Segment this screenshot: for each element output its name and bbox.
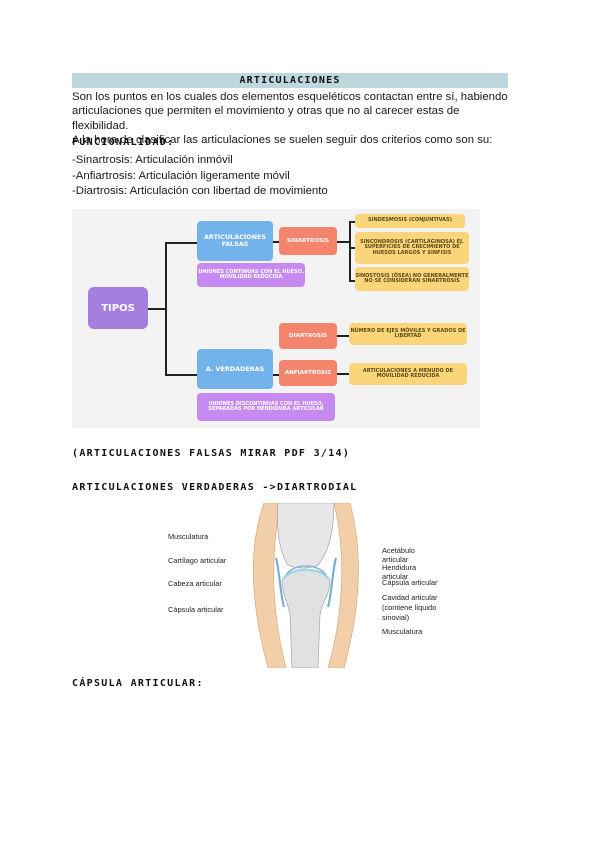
label-cavidad-2: (contiene líquido (382, 603, 437, 612)
label-hendidura: Hendidura articular (382, 563, 417, 581)
joint-drawing (168, 502, 443, 669)
intro-line: Son los puntos en los cuales dos element… (72, 91, 508, 103)
diartrosis-node: DIARTROSIS (279, 323, 337, 349)
anfiartrosis-node: ANFIARTROSIS (279, 360, 337, 386)
sinartrosis-node: SINARTROSIS (279, 227, 337, 255)
funcionalidad-list: -Sinartrosis: Articulación inmóvil -Anfi… (72, 153, 328, 200)
intro-paragraph: Son los puntos en los cuales dos element… (72, 90, 512, 148)
falsas-node: ARTICULACIONES FALSAS (197, 221, 273, 261)
verdaderas-node: A. VERDADERAS (197, 349, 273, 389)
connector-line (148, 308, 166, 310)
intro-line: articulaciones que permiten el movimient… (72, 105, 460, 132)
label-cartilago: Cartílago articular (168, 556, 227, 565)
section-verdaderas-heading: ARTICULACIONES VERDADERAS ->DIARTRODIAL (72, 482, 358, 493)
joint-illustration: Musculatura Cartílago articular Cabeza a… (168, 502, 443, 669)
tipos-diagram: TIPOS ARTICULACIONES FALSAS UNIONES CONT… (72, 209, 480, 428)
label-cavidad-3: sinovial) (382, 613, 410, 622)
label-musculatura-right: Musculatura (382, 627, 423, 636)
connector-line (165, 242, 197, 244)
connector-line (337, 373, 349, 375)
label-capsula-right: Cápsula articular (382, 578, 438, 587)
falsas-desc-node: UNIONES CONTINUAS CON EL HUESO. MOVILIDA… (197, 263, 305, 287)
list-item: -Anfiartrosis: Articulación ligeramente … (72, 169, 290, 182)
connector-line (273, 374, 279, 376)
verdaderas-desc-node: UNIONES DISCONTINUAS CON EL HUESO, SEPAR… (197, 393, 335, 421)
list-item: -Diartrosis: Articulación con libertad d… (72, 185, 328, 197)
label-cavidad: Cavidad articular (382, 593, 438, 602)
connector-line (165, 242, 167, 375)
connector-line (165, 374, 197, 376)
connector-line (349, 221, 355, 223)
connector-line (349, 280, 355, 282)
sinostosis-node: SINOSTOSIS (ÓSEA) NO GENERALMENTE NO SE … (355, 267, 469, 291)
connector-line (337, 241, 349, 243)
intro-line: A la hora de clasificar las articulacion… (72, 134, 493, 147)
note-falsas: (ARTICULACIONES FALSAS MIRAR PDF 3/14) (72, 448, 351, 459)
label-capsula-left: Cápsula articular (168, 605, 224, 614)
title-bar: ARTICULACIONES (72, 73, 508, 88)
connector-line (349, 221, 351, 281)
page-title: ARTICULACIONES (239, 75, 341, 86)
label-cabeza: Cabeza articular (168, 579, 222, 588)
sincondrosis-node: SINCONDROSIS (CARTILAGINOSA) EJ. SUPERFI… (355, 232, 469, 264)
tipos-node: TIPOS (88, 287, 148, 329)
section-capsula-heading: CÁPSULA ARTICULAR: (72, 678, 204, 689)
anfiartrosis-desc-node: ARTICULACIONES A MENUDO DE MOVILIDAD RED… (349, 363, 467, 385)
label-musculatura-left: Musculatura (168, 532, 209, 541)
connector-line (273, 241, 279, 243)
diartrosis-desc-node: NÚMERO DE EJES MÓVILES Y GRADOS DE LIBER… (349, 323, 467, 345)
sindesmosis-node: SINDESMOSIS (CONJUNTIVAS) (355, 214, 465, 228)
connector-line (337, 335, 349, 337)
connector-line (349, 247, 355, 249)
list-item: -Sinartrosis: Articulación inmóvil (72, 154, 233, 166)
funcionalidad-heading: FUNCIONALIDAD: (72, 137, 175, 148)
label-acetabulo: Acetábulo articular (382, 546, 415, 564)
